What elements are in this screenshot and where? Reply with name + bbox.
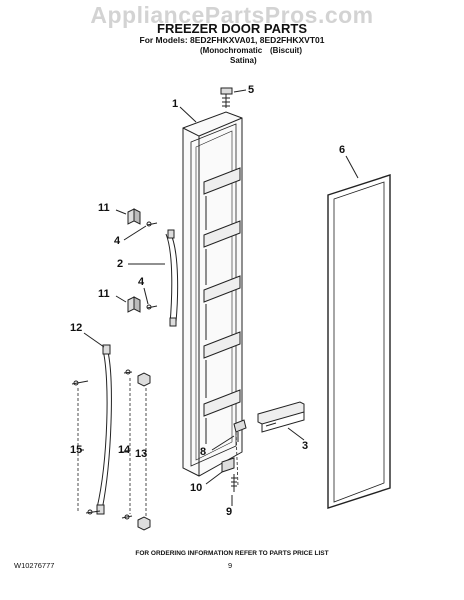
- callout-11-upper: 11: [98, 202, 110, 214]
- callout-10: 10: [190, 482, 203, 494]
- kick-plate: [257, 401, 305, 433]
- trim-clip-upper: [127, 208, 141, 225]
- callout-12: 12: [70, 322, 83, 334]
- hinge-bracket: [221, 457, 235, 473]
- callout-11-lower: 11: [98, 288, 110, 300]
- callout-8: 8: [200, 446, 207, 458]
- page-title: FREEZER DOOR PARTS: [157, 21, 307, 36]
- callout-5: 5: [248, 84, 255, 96]
- hinge-screw: [231, 474, 237, 492]
- handle-fastener-bottom: [85, 509, 151, 531]
- callout-13: 13: [135, 448, 148, 460]
- top-hinge-pin: [220, 87, 233, 108]
- model-numbers: For Models: 8ED2FHKXVA01, 8ED2FHKXVT01: [139, 35, 325, 45]
- callout-14: 14: [118, 444, 131, 456]
- callout-4-upper: 4: [114, 235, 121, 247]
- door-gasket: [327, 174, 391, 509]
- screw-lower: [146, 304, 158, 310]
- document-id: W10276777: [14, 561, 55, 570]
- long-handle: [96, 344, 112, 515]
- trim-clip-lower: [127, 296, 141, 313]
- callout-6: 6: [339, 144, 346, 156]
- callout-15: 15: [70, 444, 83, 456]
- variant-satina: Satina): [230, 56, 257, 65]
- freezer-door-panel: [182, 111, 243, 477]
- callout-2: 2: [117, 258, 124, 270]
- callout-1: 1: [172, 98, 179, 110]
- variant-monochromatic: (Monochromatic: [200, 46, 263, 55]
- callout-4-lower: 4: [138, 276, 145, 288]
- bottom-hinge: [233, 419, 247, 442]
- page-number: 9: [228, 561, 233, 570]
- callout-3: 3: [302, 440, 309, 452]
- ordering-note: FOR ORDERING INFORMATION REFER TO PARTS …: [135, 550, 329, 557]
- callout-9: 9: [226, 506, 233, 518]
- handle-fastener-top: [71, 369, 151, 387]
- watermark: AppliancePartsPros.com: [90, 2, 374, 28]
- variant-biscuit: (Biscuit): [270, 46, 302, 55]
- short-handle: [165, 229, 179, 327]
- screw-upper: [146, 221, 158, 227]
